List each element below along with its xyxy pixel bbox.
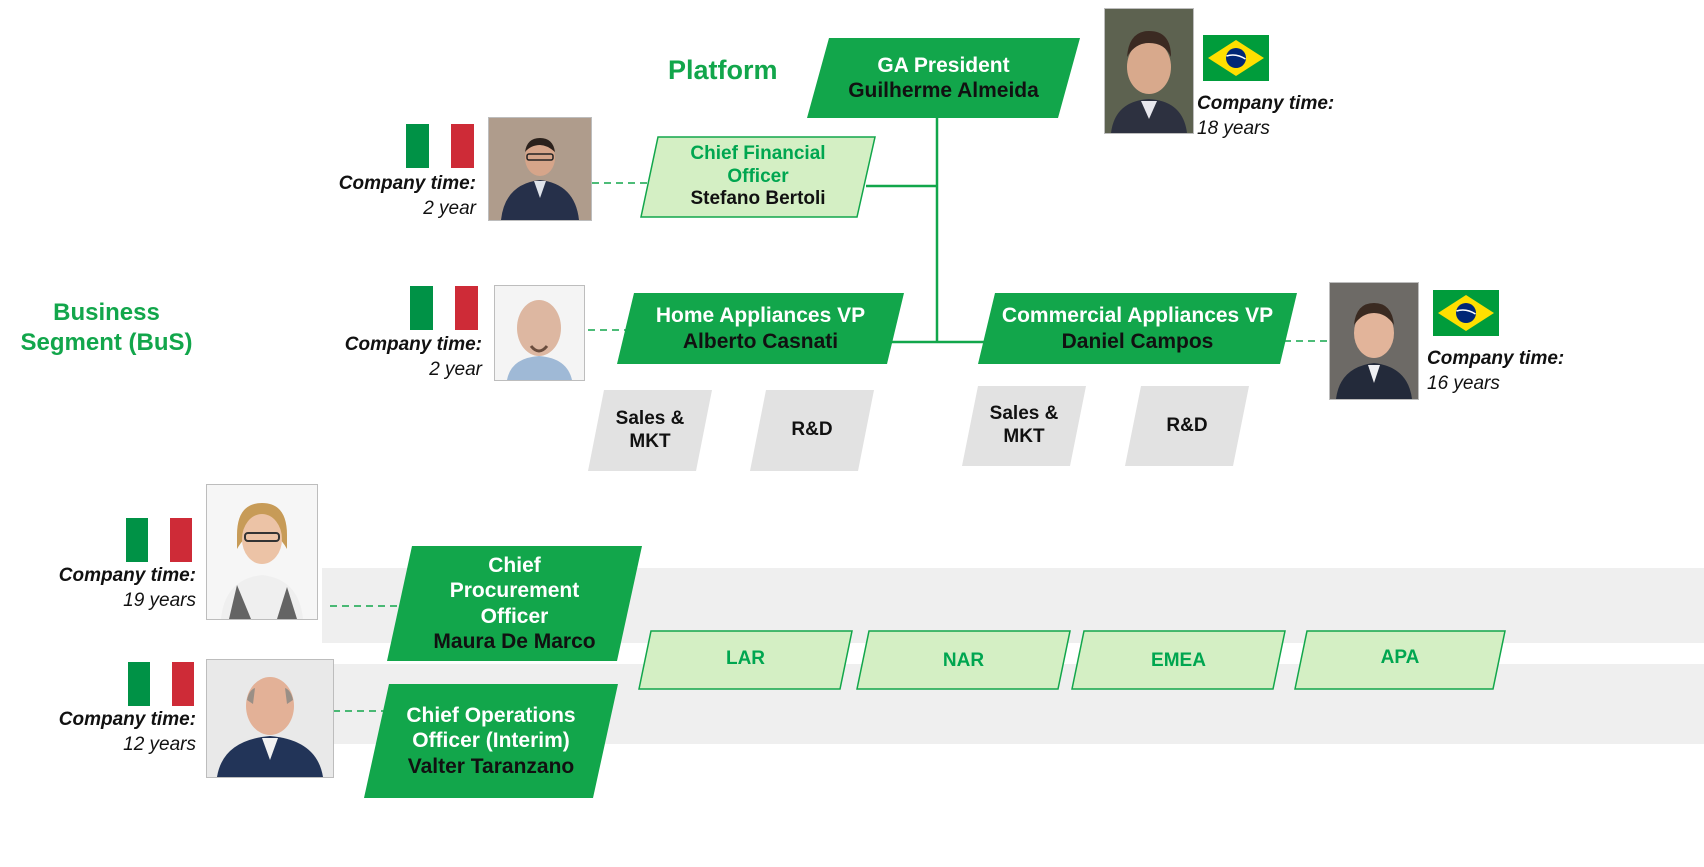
region-emea-label: EMEA: [1151, 649, 1206, 671]
italy-flag-icon: [128, 662, 194, 706]
home-rd-box[interactable]: R&D: [750, 390, 874, 471]
brazil-flag-icon: [1203, 35, 1269, 81]
cpo-photo: [206, 484, 318, 620]
italy-flag-icon: [410, 286, 479, 330]
cfo-photo: [488, 117, 592, 221]
coo-box[interactable]: Chief Operations Officer (Interim) Valte…: [364, 684, 618, 798]
cpo-title-line3: Officer: [480, 604, 549, 628]
region-nar-box[interactable]: NAR: [856, 630, 1071, 690]
president-photo: [1104, 8, 1194, 134]
platform-label: Platform: [668, 55, 778, 85]
home-vp-name: Alberto Casnati: [682, 329, 839, 353]
coo-title-line2: Officer (Interim): [412, 729, 570, 753]
coo-company-time: Company time: 12 years: [58, 709, 196, 755]
commercial-vp-title: Commercial Appliances VP: [1001, 304, 1274, 328]
commercial-vp-name: Daniel Campos: [1061, 329, 1214, 353]
italy-flag-icon: [126, 518, 192, 562]
commercial-rd-label: R&D: [1166, 414, 1208, 436]
region-apa-box[interactable]: APA: [1294, 630, 1506, 690]
home-vp-photo: [494, 285, 585, 381]
region-nar-label: NAR: [942, 649, 985, 671]
president-title: GA President: [877, 53, 1010, 77]
cpo-title-line1: Chief: [488, 554, 541, 578]
cfo-company-time: Company time: 2 year: [338, 173, 476, 219]
brazil-flag-icon: [1433, 290, 1499, 336]
cpo-company-time: Company time: 19 years: [58, 565, 196, 611]
commercial-sales-mkt-label: Sales & MKT: [989, 403, 1059, 447]
home-vp-company-time: Company time: 2 year: [344, 334, 482, 380]
cpo-name: Maura De Marco: [433, 629, 596, 653]
coo-photo: [206, 659, 334, 778]
home-sales-mkt-box[interactable]: Sales & MKT: [588, 390, 712, 471]
ga-president-box[interactable]: GA President Guilherme Almeida: [807, 38, 1080, 118]
commercial-vp-company-time: Company time: 16 years: [1427, 348, 1565, 394]
cfo-title-line2: Officer: [727, 165, 789, 187]
cpo-title-line2: Procurement: [449, 579, 580, 603]
italy-flag-icon: [406, 124, 475, 168]
coo-title-line1: Chief Operations: [406, 704, 576, 728]
region-lar-label: LAR: [725, 647, 766, 669]
home-appliances-vp-box[interactable]: Home Appliances VP Alberto Casnati: [617, 293, 904, 364]
commercial-appliances-vp-box[interactable]: Commercial Appliances VP Daniel Campos: [978, 293, 1297, 364]
region-lar-box[interactable]: LAR: [638, 630, 853, 690]
president-company-time: Company time: 18 years: [1197, 93, 1335, 139]
home-sales-mkt-label: Sales & MKT: [615, 407, 685, 452]
region-emea-box[interactable]: EMEA: [1071, 630, 1286, 690]
business-segment-label: Business Segment (BuS): [20, 299, 193, 356]
home-vp-title: Home Appliances VP: [655, 304, 866, 328]
commercial-rd-box[interactable]: R&D: [1125, 386, 1249, 466]
home-rd-label: R&D: [791, 419, 833, 441]
cfo-box[interactable]: Chief Financial Officer Stefano Bertoli: [640, 136, 876, 218]
region-apa-label: APA: [1380, 646, 1420, 668]
coo-name: Valter Taranzano: [407, 754, 575, 778]
commercial-sales-mkt-box[interactable]: Sales & MKT: [962, 386, 1086, 466]
cfo-title-line1: Chief Financial: [690, 142, 826, 164]
cfo-name: Stefano Bertoli: [690, 188, 826, 210]
commercial-vp-photo: [1329, 282, 1419, 400]
president-name: Guilherme Almeida: [848, 79, 1039, 102]
cpo-box[interactable]: Chief Procurement Officer Maura De Marco: [387, 546, 642, 661]
